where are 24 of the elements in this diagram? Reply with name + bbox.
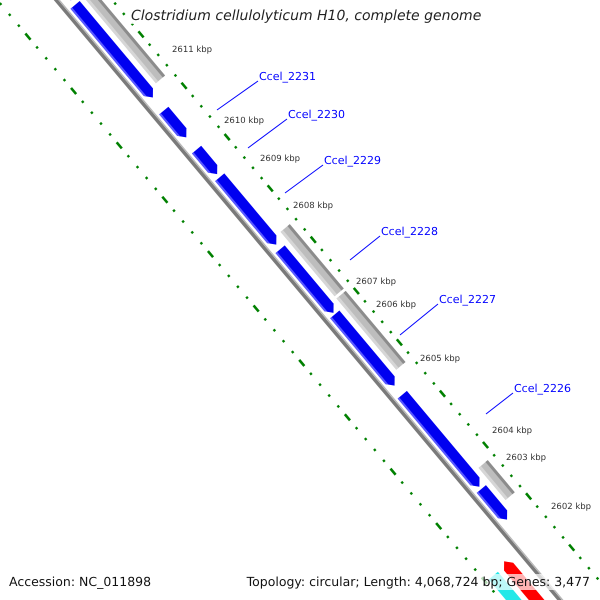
- tick-label: 2603 kbp: [506, 453, 546, 464]
- gene-label: Ccel_2231: [259, 70, 316, 83]
- tick-label: 2604 kbp: [492, 426, 532, 437]
- accession-label: Accession: NC_011898: [9, 574, 152, 590]
- gene-label: Ccel_2229: [324, 154, 382, 167]
- gene-label: Ccel_2227: [439, 293, 496, 306]
- leader-line: [216, 80, 258, 110]
- tick-label: 2605 kbp: [420, 354, 460, 365]
- leader-line: [350, 236, 380, 260]
- tick-label: 2606 kbp: [376, 300, 416, 311]
- tick-label: 2602 kbp: [551, 502, 592, 513]
- genome-summary: Topology: circular; Length: 4,068,724 bp; Genes: 3,477: [246, 574, 590, 590]
- gene-label: Ccel_2226: [514, 382, 572, 395]
- gene-label: Ccel_2230: [288, 108, 346, 121]
- leader-line: [400, 304, 438, 336]
- tick-label: 2611 kbp: [172, 45, 212, 56]
- leader-line: [248, 118, 288, 148]
- tick-label: 2609 kbp: [260, 154, 300, 165]
- tick-label: 2607 kbp: [356, 277, 396, 288]
- leader-line: [486, 392, 514, 414]
- leader-line: [284, 164, 324, 194]
- tick-label: 2608 kbp: [293, 201, 334, 212]
- tick-label: 2610 kbp: [224, 116, 264, 127]
- gene-label: Ccel_2228: [381, 225, 438, 238]
